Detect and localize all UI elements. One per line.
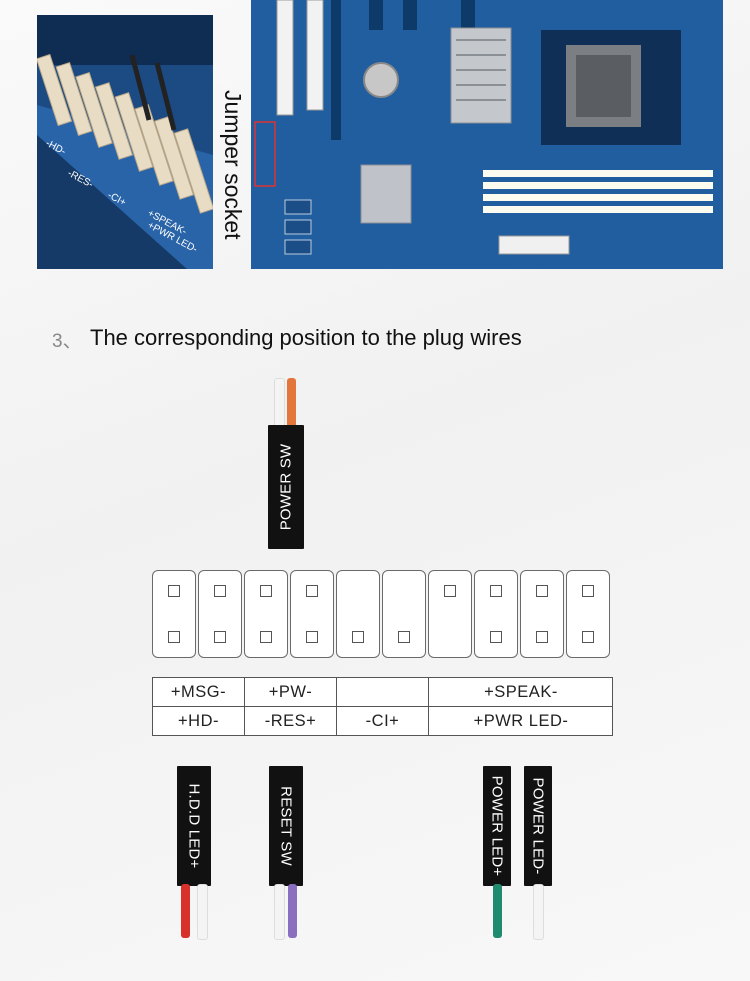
pin-column: [428, 570, 472, 658]
power-sw-label: POWER SW: [277, 443, 295, 531]
pin: [214, 585, 226, 597]
power-led-plus-connector: POWER LED+: [483, 766, 511, 886]
header-closeup-illustration: -HD- -RES- -CI+ +SPEAK- +PWR LED-: [37, 15, 213, 269]
hdd-led-wire-white: [197, 884, 208, 940]
pin-column: [336, 570, 380, 658]
pin: [582, 585, 594, 597]
motherboard-illustration: [251, 0, 723, 269]
label-msg: +MSG-: [153, 678, 245, 706]
pin: [352, 631, 364, 643]
hdd-led-label: H.D.D LED+: [185, 783, 203, 869]
table-divider: [153, 706, 612, 707]
reset-sw-wire-purple: [288, 884, 297, 938]
jumper-socket-text: Jumper socket: [220, 90, 246, 240]
label-pwr-led: +PWR LED-: [473, 712, 569, 730]
power-led-minus-connector: POWER LED-: [524, 766, 552, 886]
pin: [490, 585, 502, 597]
power-led-minus-wire-white: [533, 884, 544, 940]
pin: [536, 585, 548, 597]
pin: [260, 585, 272, 597]
label-speak: +SPEAK-: [484, 682, 558, 701]
power-led-plus-label: POWER LED+: [488, 775, 506, 877]
pin-column: [520, 570, 564, 658]
pin: [490, 631, 502, 643]
power-sw-connector: POWER SW: [268, 425, 304, 549]
power-led-plus-wire-green: [493, 884, 502, 938]
pin-column: [566, 570, 610, 658]
pin: [260, 631, 272, 643]
pin: [582, 631, 594, 643]
power-sw-wire-white: [274, 378, 285, 430]
label-hd: +HD-: [153, 707, 245, 736]
reset-sw-connector: RESET SW: [269, 766, 303, 886]
hdd-led-connector: H.D.D LED+: [177, 766, 211, 886]
pin-column: [244, 570, 288, 658]
jumper-socket-label: Jumper socket: [216, 90, 248, 250]
pin: [306, 631, 318, 643]
pin: [168, 631, 180, 643]
power-led-minus-label: POWER LED-: [529, 777, 547, 875]
step-title: The corresponding position to the plug w…: [90, 325, 522, 350]
pin: [306, 585, 318, 597]
motherboard-photo: [251, 0, 723, 269]
pin: [214, 631, 226, 643]
reset-sw-wire-white: [274, 884, 285, 940]
pin-label-table: +MSG- +PW- +SPEAK- +HD- -RES+ -CI+ +PWR …: [152, 677, 613, 736]
pin: [168, 585, 180, 597]
label-ci: -CI+: [337, 707, 429, 736]
pin: [536, 631, 548, 643]
step-number: 3、: [52, 331, 82, 352]
header-closeup-photo: -HD- -RES- -CI+ +SPEAK- +PWR LED-: [37, 15, 213, 269]
pin-column: [290, 570, 334, 658]
pin-column: [382, 570, 426, 658]
reset-sw-label: RESET SW: [277, 786, 295, 866]
pin-column: [474, 570, 518, 658]
hdd-led-wire-red: [181, 884, 190, 938]
pin-column: [152, 570, 196, 658]
power-sw-wire-orange: [287, 378, 296, 428]
pin: [444, 585, 456, 597]
pin: [398, 631, 410, 643]
label-pw: +PW-: [245, 678, 337, 706]
label-empty: [337, 678, 429, 706]
pin-column: [198, 570, 242, 658]
label-res: -RES+: [245, 707, 337, 736]
